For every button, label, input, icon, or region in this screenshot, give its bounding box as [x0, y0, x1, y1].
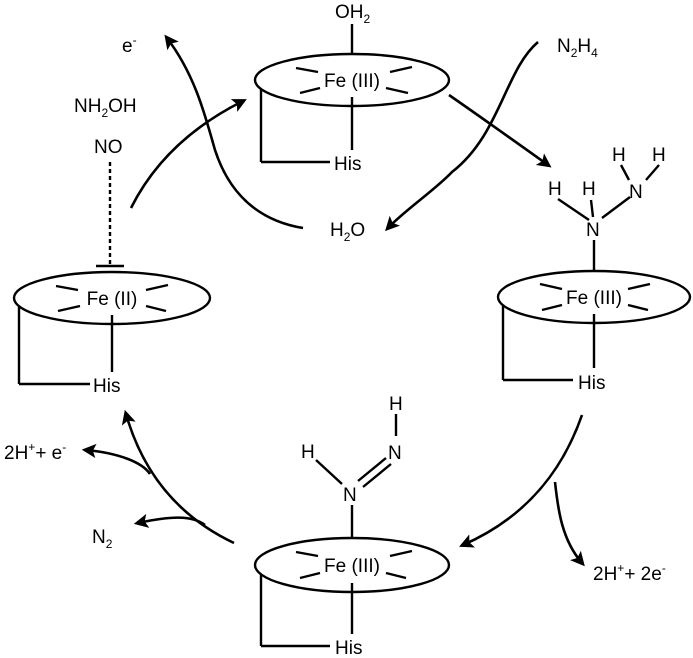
nh2oh-label: NH2OH: [74, 96, 137, 120]
porphyrin-spoke: [55, 284, 79, 292]
double-bond: [357, 457, 387, 482]
bond: [645, 164, 660, 181]
arrow-bottom-to-left: [121, 409, 235, 545]
electron-label-top: e-: [122, 33, 137, 57]
hydrogen-atom: H: [582, 179, 596, 200]
arrow-n2h4-in: [385, 41, 539, 232]
arrow-top-to-right: [448, 93, 552, 168]
porphyrin-spoke: [539, 282, 563, 291]
histidine-label: His: [334, 154, 361, 175]
no-label: NO: [94, 137, 123, 158]
hydrogen-atom: H: [389, 394, 403, 415]
hydrogen-atom: H: [548, 179, 562, 200]
heme-top: OH2 Fe (III) His: [253, 2, 451, 175]
porphyrin-spoke: [389, 65, 413, 74]
protons-electron-label: 2H++ e-: [4, 440, 66, 464]
porphyrin-spoke: [57, 304, 81, 313]
hydrogen-atom: H: [612, 145, 626, 166]
histidine-label: His: [93, 376, 120, 397]
histidine-label: His: [335, 638, 362, 658]
bond: [619, 164, 631, 181]
porphyrin-spoke: [299, 86, 321, 95]
porphyrin-spoke: [295, 66, 319, 74]
arrow-left-to-top: [129, 99, 247, 209]
metal-label: Fe (II): [87, 289, 138, 310]
bond: [557, 198, 590, 221]
hydrogen-atom: H: [652, 145, 666, 166]
porphyrin-spoke: [389, 549, 413, 558]
bond: [315, 459, 343, 485]
metal-label: Fe (III): [566, 288, 622, 309]
arrow-right-to-bottom: [459, 414, 584, 548]
nitrogen-atom: N: [629, 182, 643, 203]
arrow-n2-out: [133, 513, 206, 528]
bond: [589, 199, 595, 218]
porphyrin-spoke: [145, 304, 167, 313]
metal-label: Fe (III): [324, 71, 380, 92]
histidine-label: His: [578, 373, 605, 394]
n2h4-label: N2H4: [557, 36, 598, 60]
porphyrin-spoke: [295, 550, 319, 558]
no-inhibition: NH2OH NO: [74, 96, 137, 268]
arrow-2h-e-out: [81, 443, 152, 475]
water-ligand-label: OH2: [335, 2, 371, 26]
heme-right: H H N H H N Fe (III) His: [496, 145, 692, 394]
arrow-2h-2e-out: [553, 481, 585, 567]
heme-bottom: H N H N Fe (III) His: [253, 394, 451, 658]
porphyrin-spoke: [627, 282, 651, 291]
arrow-h2o-to-e: [164, 34, 304, 230]
heme-left: Fe (II) His: [12, 270, 212, 397]
porphyrin-spoke: [385, 571, 407, 580]
n2-label: N2: [92, 527, 113, 551]
nitrogen-atom: N: [343, 485, 357, 506]
porphyrin-spoke: [627, 303, 649, 312]
bond: [601, 196, 631, 219]
nitrogen-atom: N: [586, 220, 600, 241]
h2o-label: H2O: [330, 220, 365, 244]
protons-two-electrons-label: 2H++ 2e-: [593, 561, 666, 585]
porphyrin-spoke: [299, 571, 321, 580]
hydrogen-atom: H: [301, 442, 315, 463]
nitrogen-atom: N: [388, 443, 402, 464]
double-bond: [362, 463, 392, 488]
porphyrin-spoke: [145, 283, 169, 292]
porphyrin-spoke: [541, 303, 563, 312]
porphyrin-spoke: [385, 86, 409, 95]
metal-label: Fe (III): [324, 556, 380, 577]
